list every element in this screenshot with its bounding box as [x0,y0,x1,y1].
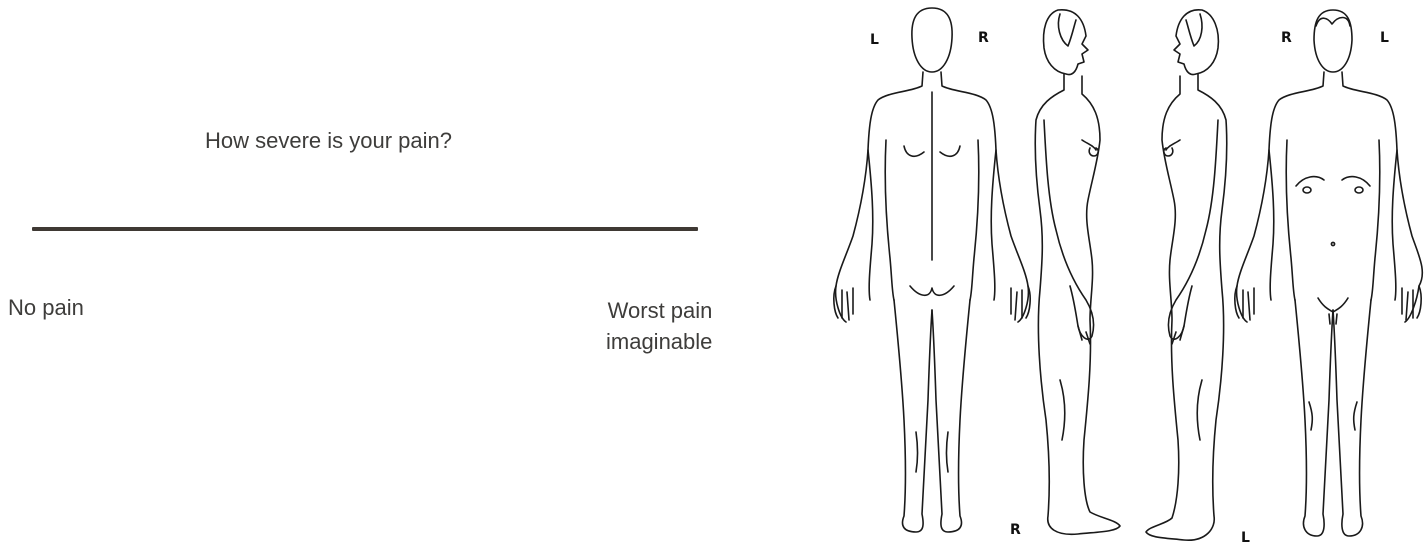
side-view-left-figure[interactable] [1146,10,1227,540]
side-view-right-figure[interactable] [1035,10,1120,535]
front-view-figure[interactable] [1235,10,1423,536]
scale-max-label: Worst pain imaginable [606,295,712,357]
visual-analogue-line[interactable] [32,227,698,231]
front-view-left-label: L [1380,30,1389,46]
scale-max-label-line-1: Worst pain [606,295,712,326]
scale-min-label: No pain [8,295,84,321]
side-view-left-label: L [1241,530,1250,546]
pain-question: How severe is your pain? [205,128,452,154]
back-view-figure[interactable] [834,8,1030,532]
scale-max-label-line-2: imaginable [606,326,712,357]
back-view-left-label: L [870,32,879,48]
back-view-right-label: R [978,30,989,46]
pain-scale: How severe is your pain? No pain Worst p… [0,0,800,552]
body-diagram[interactable]: L R R L R L [820,0,1424,552]
front-view-right-label: R [1281,30,1292,46]
side-view-right-label: R [1010,522,1021,538]
